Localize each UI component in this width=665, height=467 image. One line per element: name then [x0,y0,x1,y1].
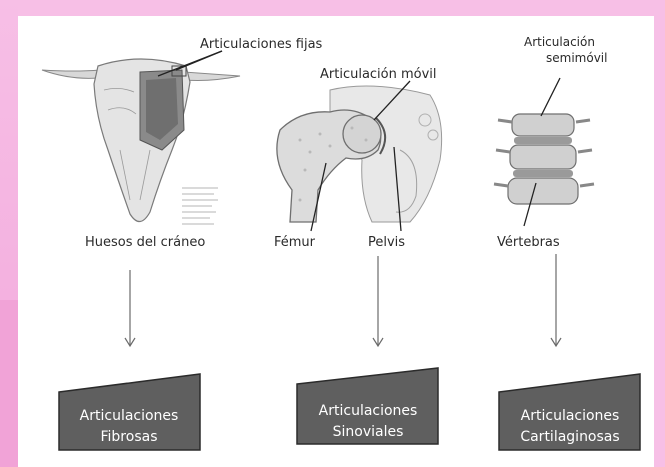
box-cartilaginous-line1: Articulaciones [521,408,620,424]
label-fixed-joints: Articulaciones fijas [200,37,323,52]
box-synovial: Articulaciones Sinoviales [297,368,438,444]
pointer-semimobile-joint [541,78,560,116]
arrow-fibrous [125,270,135,346]
label-semimobile-joint-line2: semimóvil [546,51,607,65]
box-fibrous-line1: Articulaciones [80,408,179,424]
arrows [125,254,561,346]
box-synovial-line2: Sinoviales [333,424,404,440]
label-femur: Fémur [274,235,316,250]
label-mobile-joint: Articulación móvil [320,67,437,82]
label-pelvis: Pelvis [368,235,405,250]
label-skull-bones: Huesos del cráneo [85,235,205,250]
hip-joint-illustration [277,86,442,222]
vertebrae-illustration [494,114,594,204]
box-fibrous-line2: Fibrosas [101,429,158,445]
label-vertebrae: Vértebras [497,235,560,250]
arrow-synovial [373,256,383,346]
label-semimobile-joint-line1: Articulación [524,35,595,49]
box-fibrous: Articulaciones Fibrosas [59,374,200,450]
pointer-fixed-joint-b [176,51,222,70]
box-cartilaginous: Articulaciones Cartilaginosas [499,374,640,450]
skull-illustration [42,59,240,228]
arrow-cartilaginous [551,254,561,346]
box-cartilaginous-line2: Cartilaginosas [520,429,619,445]
box-synovial-line1: Articulaciones [319,403,418,419]
